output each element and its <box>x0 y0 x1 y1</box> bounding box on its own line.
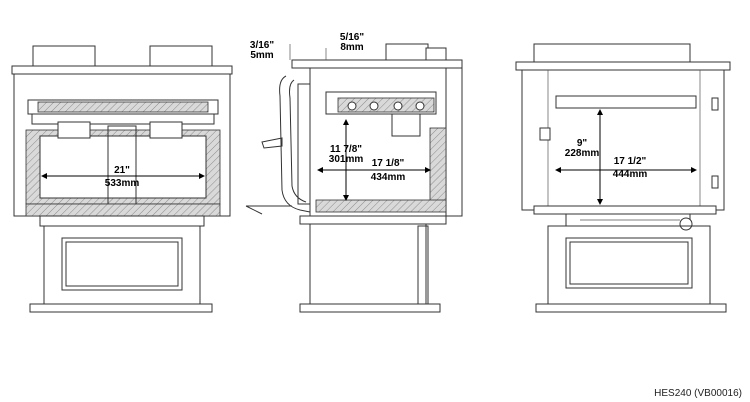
rear-view: 9" 228mm 17 1/2" 444mm <box>515 43 731 313</box>
side-depth-mm-label: 434mm <box>371 172 406 183</box>
side-height-mm-label: 301mm <box>329 154 364 165</box>
front-width-in-label: 21" <box>114 165 130 176</box>
side-offset-a-mm-label: 5mm <box>250 50 273 61</box>
front-width-mm-label: 533mm <box>105 178 140 189</box>
side-view: 3/16" 5mm 5/16" 8mm 11 7/8" 301mm 17 1/8… <box>245 32 463 313</box>
front-view: 21" 533mm <box>11 45 233 313</box>
side-offset-b-in-label: 5/16" <box>340 32 364 43</box>
side-offset-a-in-label: 3/16" <box>250 40 274 51</box>
rear-width-in-label: 17 1/2" <box>614 156 647 167</box>
side-depth-in-label: 17 1/8" <box>372 158 405 169</box>
figure-id-caption: HES240 (VB00016) <box>654 388 742 399</box>
rear-height-mm-label: 228mm <box>565 148 600 159</box>
rear-height-in-label: 9" <box>577 138 588 149</box>
side-offset-b-mm-label: 8mm <box>340 42 363 53</box>
side-height-in-label: 11 7/8" <box>330 144 362 155</box>
rear-width-mm-label: 444mm <box>613 169 648 180</box>
